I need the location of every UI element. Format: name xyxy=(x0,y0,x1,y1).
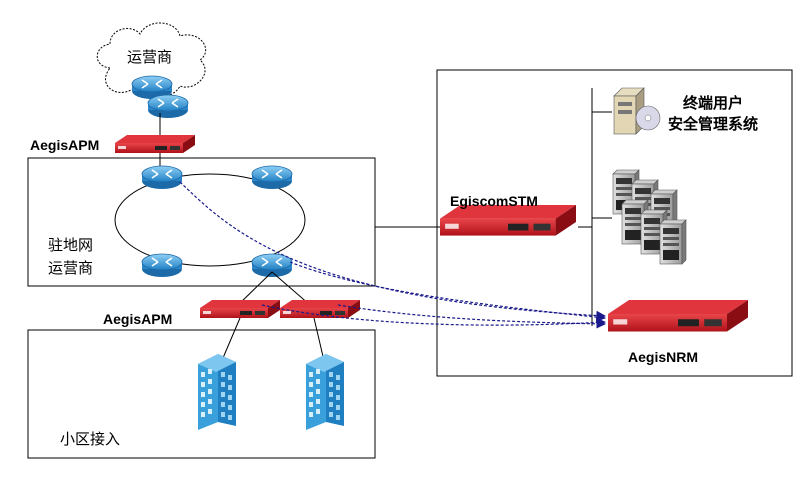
server-icon xyxy=(659,219,687,265)
cloud-icon xyxy=(96,22,207,98)
router-icon xyxy=(141,165,183,190)
report-arrow xyxy=(289,261,606,322)
stm-label: EgiscomSTM xyxy=(450,193,538,209)
router-icon xyxy=(251,165,293,190)
local-isp-label-2: 运营商 xyxy=(48,259,93,277)
ring-network xyxy=(114,173,306,267)
community-access-label: 小区接入 xyxy=(60,430,120,448)
link-line xyxy=(271,271,311,306)
local-isp-label-1: 驻地网 xyxy=(48,236,93,254)
router-icon xyxy=(147,94,189,119)
report-arrow xyxy=(261,304,606,328)
isp-cloud-label: 运营商 xyxy=(127,48,172,66)
link-line xyxy=(237,271,273,306)
user-mgmt-label-1: 终端用户 xyxy=(683,94,743,112)
office-building-icon xyxy=(306,354,344,430)
office-building-icon xyxy=(198,354,236,430)
apm-bottom-label: AegisAPM xyxy=(103,311,172,327)
user-mgmt-label-2: 安全管理系统 xyxy=(668,115,758,133)
network-appliance-icon xyxy=(280,300,360,318)
network-appliance-icon xyxy=(608,300,748,332)
router-icon xyxy=(141,253,183,278)
apm-top-label: AegisAPM xyxy=(30,137,99,153)
server-icon xyxy=(613,87,661,135)
report-arrow xyxy=(337,304,606,329)
local-isp-box xyxy=(27,157,376,287)
report-arrow xyxy=(179,181,606,321)
network-appliance-icon xyxy=(200,300,280,318)
network-appliance-icon xyxy=(440,205,576,236)
nrm-label: AegisNRM xyxy=(628,349,698,365)
network-appliance-icon xyxy=(115,135,195,153)
router-icon xyxy=(251,253,293,278)
